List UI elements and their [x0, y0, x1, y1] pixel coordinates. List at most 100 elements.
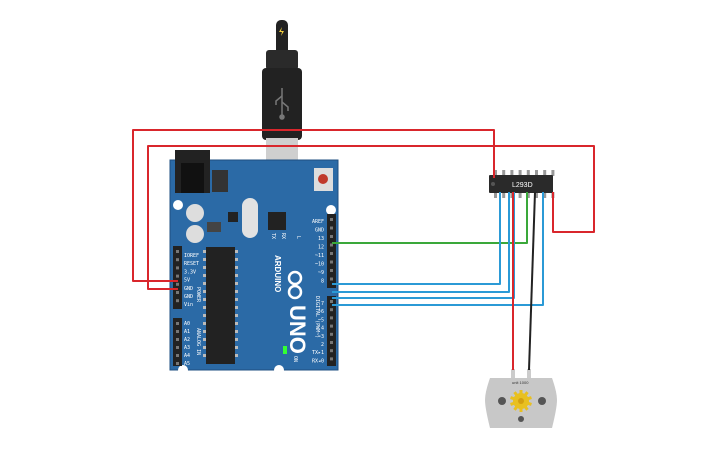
pin-label: IOREF [184, 253, 199, 259]
mcu-pin [235, 258, 238, 261]
header-pin[interactable] [176, 274, 179, 278]
pin-label: 8 [321, 279, 324, 285]
chip-pin[interactable] [535, 192, 538, 198]
power-jack-inner [181, 163, 204, 193]
header-pin[interactable] [330, 300, 333, 303]
header-pin[interactable] [330, 252, 333, 255]
mcu-pin [235, 330, 238, 333]
header-pin[interactable] [176, 266, 179, 270]
chip-pin[interactable] [510, 170, 514, 176]
mcu-pin-row [203, 250, 238, 357]
chip-pin[interactable] [543, 192, 547, 198]
header-pin[interactable] [330, 349, 333, 353]
pin-label: ~10 [315, 262, 324, 268]
usb-plug-neck [266, 50, 298, 70]
analog-header[interactable] [173, 318, 182, 366]
chip-pin[interactable] [526, 192, 530, 198]
chip-pin[interactable] [510, 192, 514, 198]
wire-gnd-to-chip[interactable] [332, 192, 528, 244]
header-pin[interactable] [330, 308, 333, 312]
header-pin[interactable] [176, 258, 179, 262]
pin-label: ~6 [318, 309, 324, 315]
pin-label: ~5 [318, 317, 324, 323]
chip-pin[interactable] [502, 192, 506, 198]
mcu-pin [203, 354, 206, 357]
header-pin[interactable] [176, 330, 179, 333]
dc-motor[interactable]: unit 1000 [485, 369, 557, 428]
chip-pin[interactable] [502, 170, 506, 176]
mcu-pin [235, 274, 238, 277]
header-pin[interactable] [330, 269, 333, 272]
header-pin[interactable] [176, 354, 179, 357]
mcu-pin [203, 282, 206, 285]
digital-header-top[interactable] [327, 214, 336, 288]
chip-pin[interactable] [543, 170, 547, 176]
chip-pin[interactable] [526, 170, 530, 176]
header-pin[interactable] [176, 250, 179, 253]
wire-pin6-to-chip[interactable] [332, 192, 544, 306]
motor-label: unit 1000 [512, 380, 529, 385]
pin-label: Vin [184, 302, 193, 308]
power-section-label: POWER [195, 287, 201, 303]
header-pin[interactable] [176, 291, 179, 294]
analog-section-label: ANALOG IN [195, 328, 201, 355]
header-pin[interactable] [330, 277, 333, 281]
header-pin[interactable] [330, 332, 333, 336]
pin-label: GND [315, 228, 324, 234]
chip-pin[interactable] [494, 192, 497, 198]
chip-pin[interactable] [518, 192, 522, 198]
header-pin[interactable] [176, 362, 179, 365]
mcu-pin [203, 306, 206, 309]
header-pin[interactable] [176, 338, 179, 341]
header-pin[interactable] [330, 357, 333, 361]
chip-pin[interactable] [551, 170, 555, 176]
mcu-pin [235, 298, 238, 301]
wire-pin9-to-chip[interactable] [332, 192, 501, 285]
l293d-chip[interactable]: L293D [489, 170, 555, 198]
pin-label: 12 [318, 245, 324, 251]
power-led [283, 346, 287, 354]
header-pin[interactable] [330, 218, 333, 221]
chip-pin[interactable] [494, 170, 497, 176]
header-pin[interactable] [330, 341, 333, 344]
header-pin[interactable] [176, 322, 179, 325]
mount-hole [178, 365, 188, 375]
header-pin[interactable] [330, 226, 333, 230]
wire-5v-to-chip-vs[interactable] [147, 145, 595, 290]
gear-hub [518, 398, 524, 404]
mcu-pin [235, 354, 238, 357]
header-pin[interactable] [330, 260, 333, 264]
reset-button[interactable] [318, 174, 328, 184]
header-pin[interactable] [330, 243, 333, 247]
digital-header-bottom[interactable] [327, 296, 336, 366]
header-pin[interactable] [330, 316, 333, 320]
mcu-pin [203, 298, 206, 301]
pin-label: 2 [321, 342, 324, 348]
wires[interactable] [132, 129, 595, 371]
wire-pin7-to-chip[interactable] [332, 192, 515, 299]
header-pin[interactable] [330, 235, 333, 238]
header-pin[interactable] [330, 324, 333, 328]
smd-component [207, 222, 221, 232]
mcu-pin [235, 314, 238, 317]
pin-label: A3 [184, 345, 190, 351]
mcu-pin [203, 250, 206, 253]
pin-label: ~11 [315, 253, 324, 259]
motor-screw [538, 397, 546, 405]
wire-chip-to-motor-black[interactable] [528, 191, 536, 371]
header-pin[interactable] [176, 282, 179, 286]
pin-label: AREF [312, 219, 324, 225]
gear-tooth [519, 390, 523, 394]
header-pin[interactable] [176, 299, 179, 303]
header-pin[interactable] [176, 346, 179, 349]
wire-pin8-to-chip[interactable] [332, 192, 510, 293]
usb-chip [268, 212, 286, 230]
chip-pin[interactable] [518, 170, 522, 176]
chip-pin[interactable] [535, 170, 538, 176]
motor-screw [518, 416, 524, 422]
pin-label: ~9 [318, 270, 324, 276]
